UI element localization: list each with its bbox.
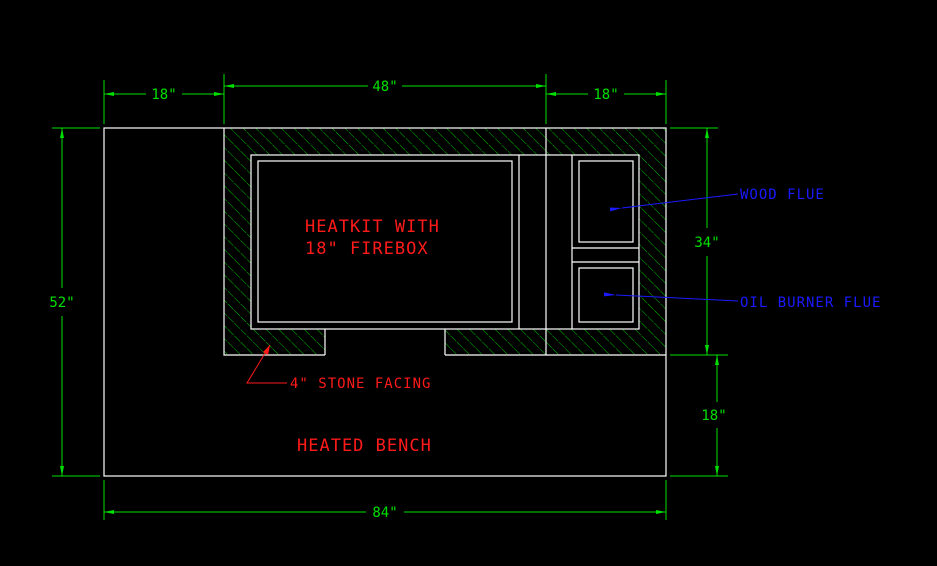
- wood-flue-callout: WOOD FLUE: [609, 187, 825, 212]
- stone-facing-callout: 4" STONE FACING: [246, 344, 431, 392]
- wood-flue-box: [578, 160, 634, 243]
- oil-flue-callout: OIL BURNER FLUE: [603, 292, 881, 311]
- heatkit-label-line1: HEATKIT WITH: [305, 217, 440, 237]
- dim-stove-depth: 34": [694, 235, 719, 251]
- dim-total-width: 84": [372, 505, 397, 521]
- dim-bench-depth: 18": [701, 408, 726, 424]
- stone-facing-hatch: [224, 128, 666, 355]
- wood-flue-label: WOOD FLUE: [740, 187, 825, 203]
- dim-right-width: 18": [593, 87, 618, 103]
- oil-flue-label: OIL BURNER FLUE: [740, 295, 881, 311]
- bottom-dimension: 84": [103, 480, 667, 521]
- dim-left-width: 18": [151, 87, 176, 103]
- hearth-opening: [324, 329, 446, 355]
- right-dimensions: 34" 18": [670, 127, 728, 477]
- stone-facing-label: 4" STONE FACING: [290, 376, 431, 392]
- dim-center-width: 48": [372, 79, 397, 95]
- top-dimensions: 18" 48" 18": [103, 74, 667, 124]
- firebox: [257, 160, 513, 323]
- oil-flue-box: [578, 267, 634, 323]
- left-dimension: 52": [49, 127, 100, 477]
- heated-bench-label: HEATED BENCH: [297, 436, 432, 456]
- heatkit-label-line2: 18" FIREBOX: [305, 239, 429, 259]
- bench-outline: [103, 127, 667, 477]
- dim-total-depth: 52": [49, 295, 74, 311]
- stove-outline: [223, 128, 666, 356]
